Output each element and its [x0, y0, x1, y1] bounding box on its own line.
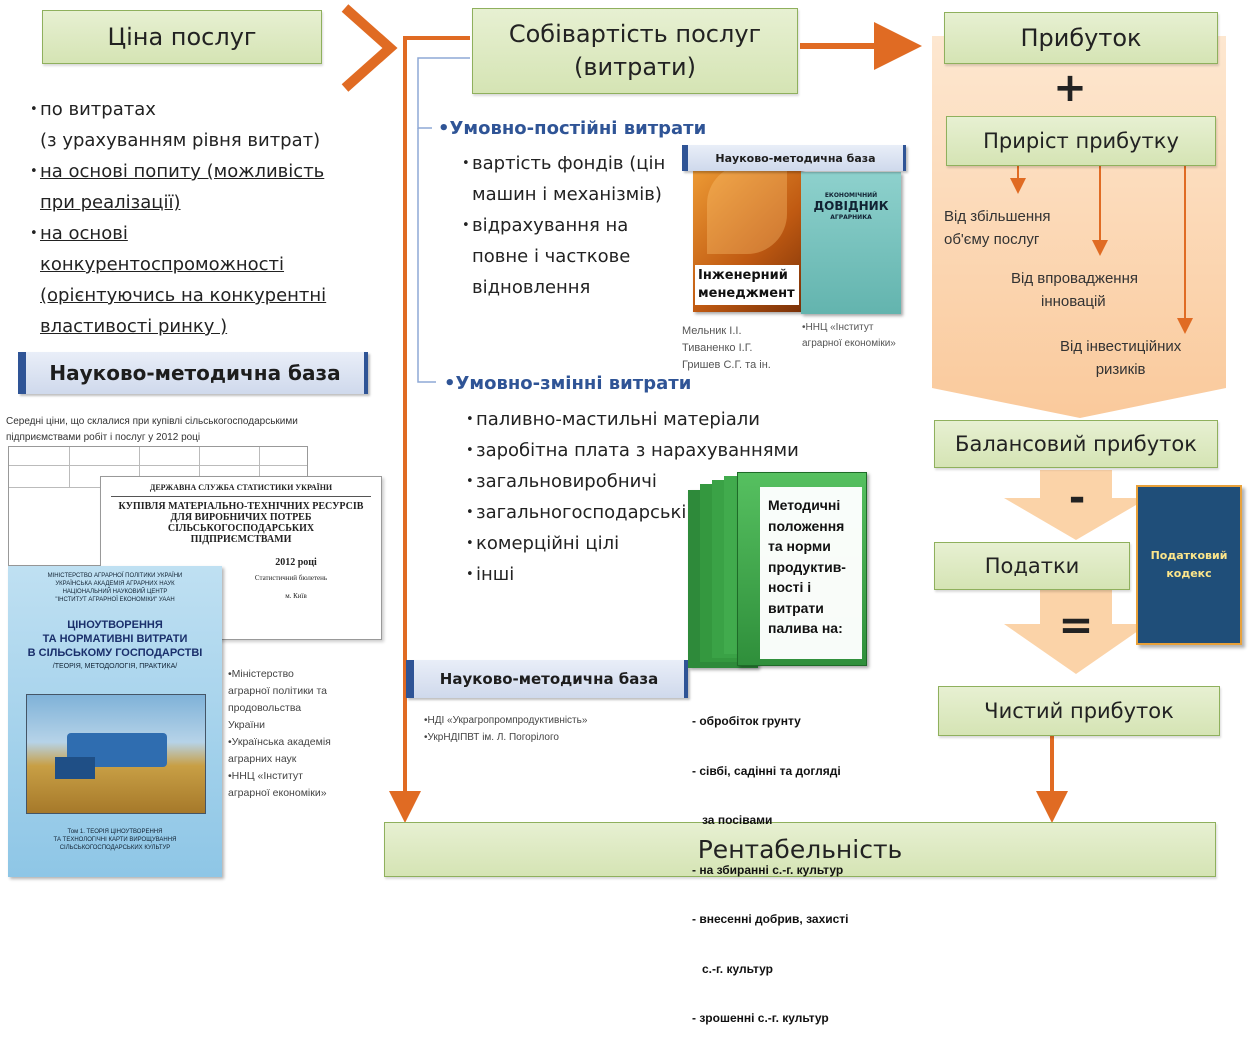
list-item: загальновиробничі [466, 466, 826, 497]
balance-profit-box: Балансовий прибуток [934, 420, 1218, 468]
taxes-label: Податки [984, 554, 1080, 578]
base-banner-books: Науково-методична база [682, 145, 906, 171]
fuel-norms-list: - обробіток грунту - сівбі, садінні та д… [692, 714, 849, 1025]
institutions-bottom: •НДІ «Украгропромпродуктивність» •УкрНДІ… [424, 715, 588, 743]
list-item: інші [466, 559, 826, 590]
profit-growth-label: Приріст прибутку [983, 129, 1179, 153]
chevron-arrow [341, 4, 398, 92]
base-banner-left: Науково-методична база [18, 352, 368, 394]
profit-growth-box: Приріст прибутку [946, 116, 1216, 166]
list-item: паливно-мастильні матеріали [466, 404, 826, 435]
institutions-left: •Міністерство аграрної політики та продо… [228, 668, 331, 799]
green-book-cover: Методичні положення та норми продуктив- … [737, 472, 867, 666]
engineering-book-cover: Інженерний менеджмент [693, 150, 801, 312]
fixed-costs-title: •Умовно-постійні витрати [438, 118, 707, 139]
profit-box: Прибуток [944, 12, 1218, 64]
net-profit-box: Чистий прибуток [938, 686, 1220, 736]
list-item: заробітна плата з нарахуваннями [466, 435, 826, 466]
list-item: загальногосподарські [466, 497, 826, 528]
engineering-book-authors: Мельник І.І. Тиваненко І.Г. Гришев С.Г. … [682, 325, 771, 371]
balance-profit-label: Балансовий прибуток [955, 432, 1197, 456]
price-methods-list: по витратах(з урахуванням рівня витрат) … [30, 94, 360, 342]
growth-source-innovation: Від впровадження інновацій [1011, 270, 1138, 310]
equals-sign: = [1058, 600, 1094, 649]
equals-block-arrow [1004, 588, 1148, 674]
list-item: по витратах(з урахуванням рівня витрат) [30, 94, 360, 156]
cost-to-profitability-arrow [389, 36, 470, 823]
cost-label-line1: Собівартість послуг [508, 20, 762, 48]
cost-box: Собівартість послуг (витрати) [472, 8, 798, 94]
minus-sign: - [1068, 475, 1086, 521]
plus-sign: + [1053, 65, 1087, 111]
variable-costs-list: паливно-мастильні матеріали заробітна пл… [466, 404, 826, 590]
list-item: на основіконкурентоспроможності(орієнтую… [30, 218, 360, 342]
net-profit-label: Чистий прибуток [984, 699, 1174, 723]
minus-block-arrow [1004, 470, 1148, 540]
list-item: комерційні цілі [466, 528, 826, 559]
profitability-label: Рентабельність [697, 835, 903, 864]
cost-label-line2: (витрати) [574, 53, 696, 81]
handbook-source: •ННЦ «Інститут аграрної економіки» [802, 322, 896, 349]
tax-code-box: Податковий кодекс [1136, 485, 1242, 645]
base-banner-bottom: Науково-методична база [406, 660, 688, 698]
growth-source-volume: Від збільшення об'єму послуг [944, 208, 1051, 248]
price-box: Ціна послуг [42, 10, 322, 64]
engineering-book-title: Інженерний менеджмент [695, 265, 799, 305]
variable-costs-title: •Умовно-змінні витрати [444, 373, 692, 394]
taxes-box: Податки [934, 542, 1130, 590]
stats-caption: Середні ціни, що склалися при купівлі сі… [6, 416, 298, 443]
tax-code-line2: кодекс [1166, 567, 1212, 580]
profit-label: Прибуток [1020, 24, 1142, 52]
growth-source-investment: Від інвестиційних ризиків [1060, 338, 1182, 378]
handbook-cover: ЕКОНОМІЧНИЙ ДОВІДНИК АГРАРНИКА [801, 172, 901, 314]
combine-harvester-image [26, 694, 206, 814]
price-label: Ціна послуг [107, 23, 257, 51]
pricing-book-cover: МІНІСТЕРСТВО АГРАРНОЇ ПОЛІТИКИ УКРАЇНИ У… [8, 566, 222, 877]
tax-code-line1: Податковий [1150, 549, 1228, 562]
